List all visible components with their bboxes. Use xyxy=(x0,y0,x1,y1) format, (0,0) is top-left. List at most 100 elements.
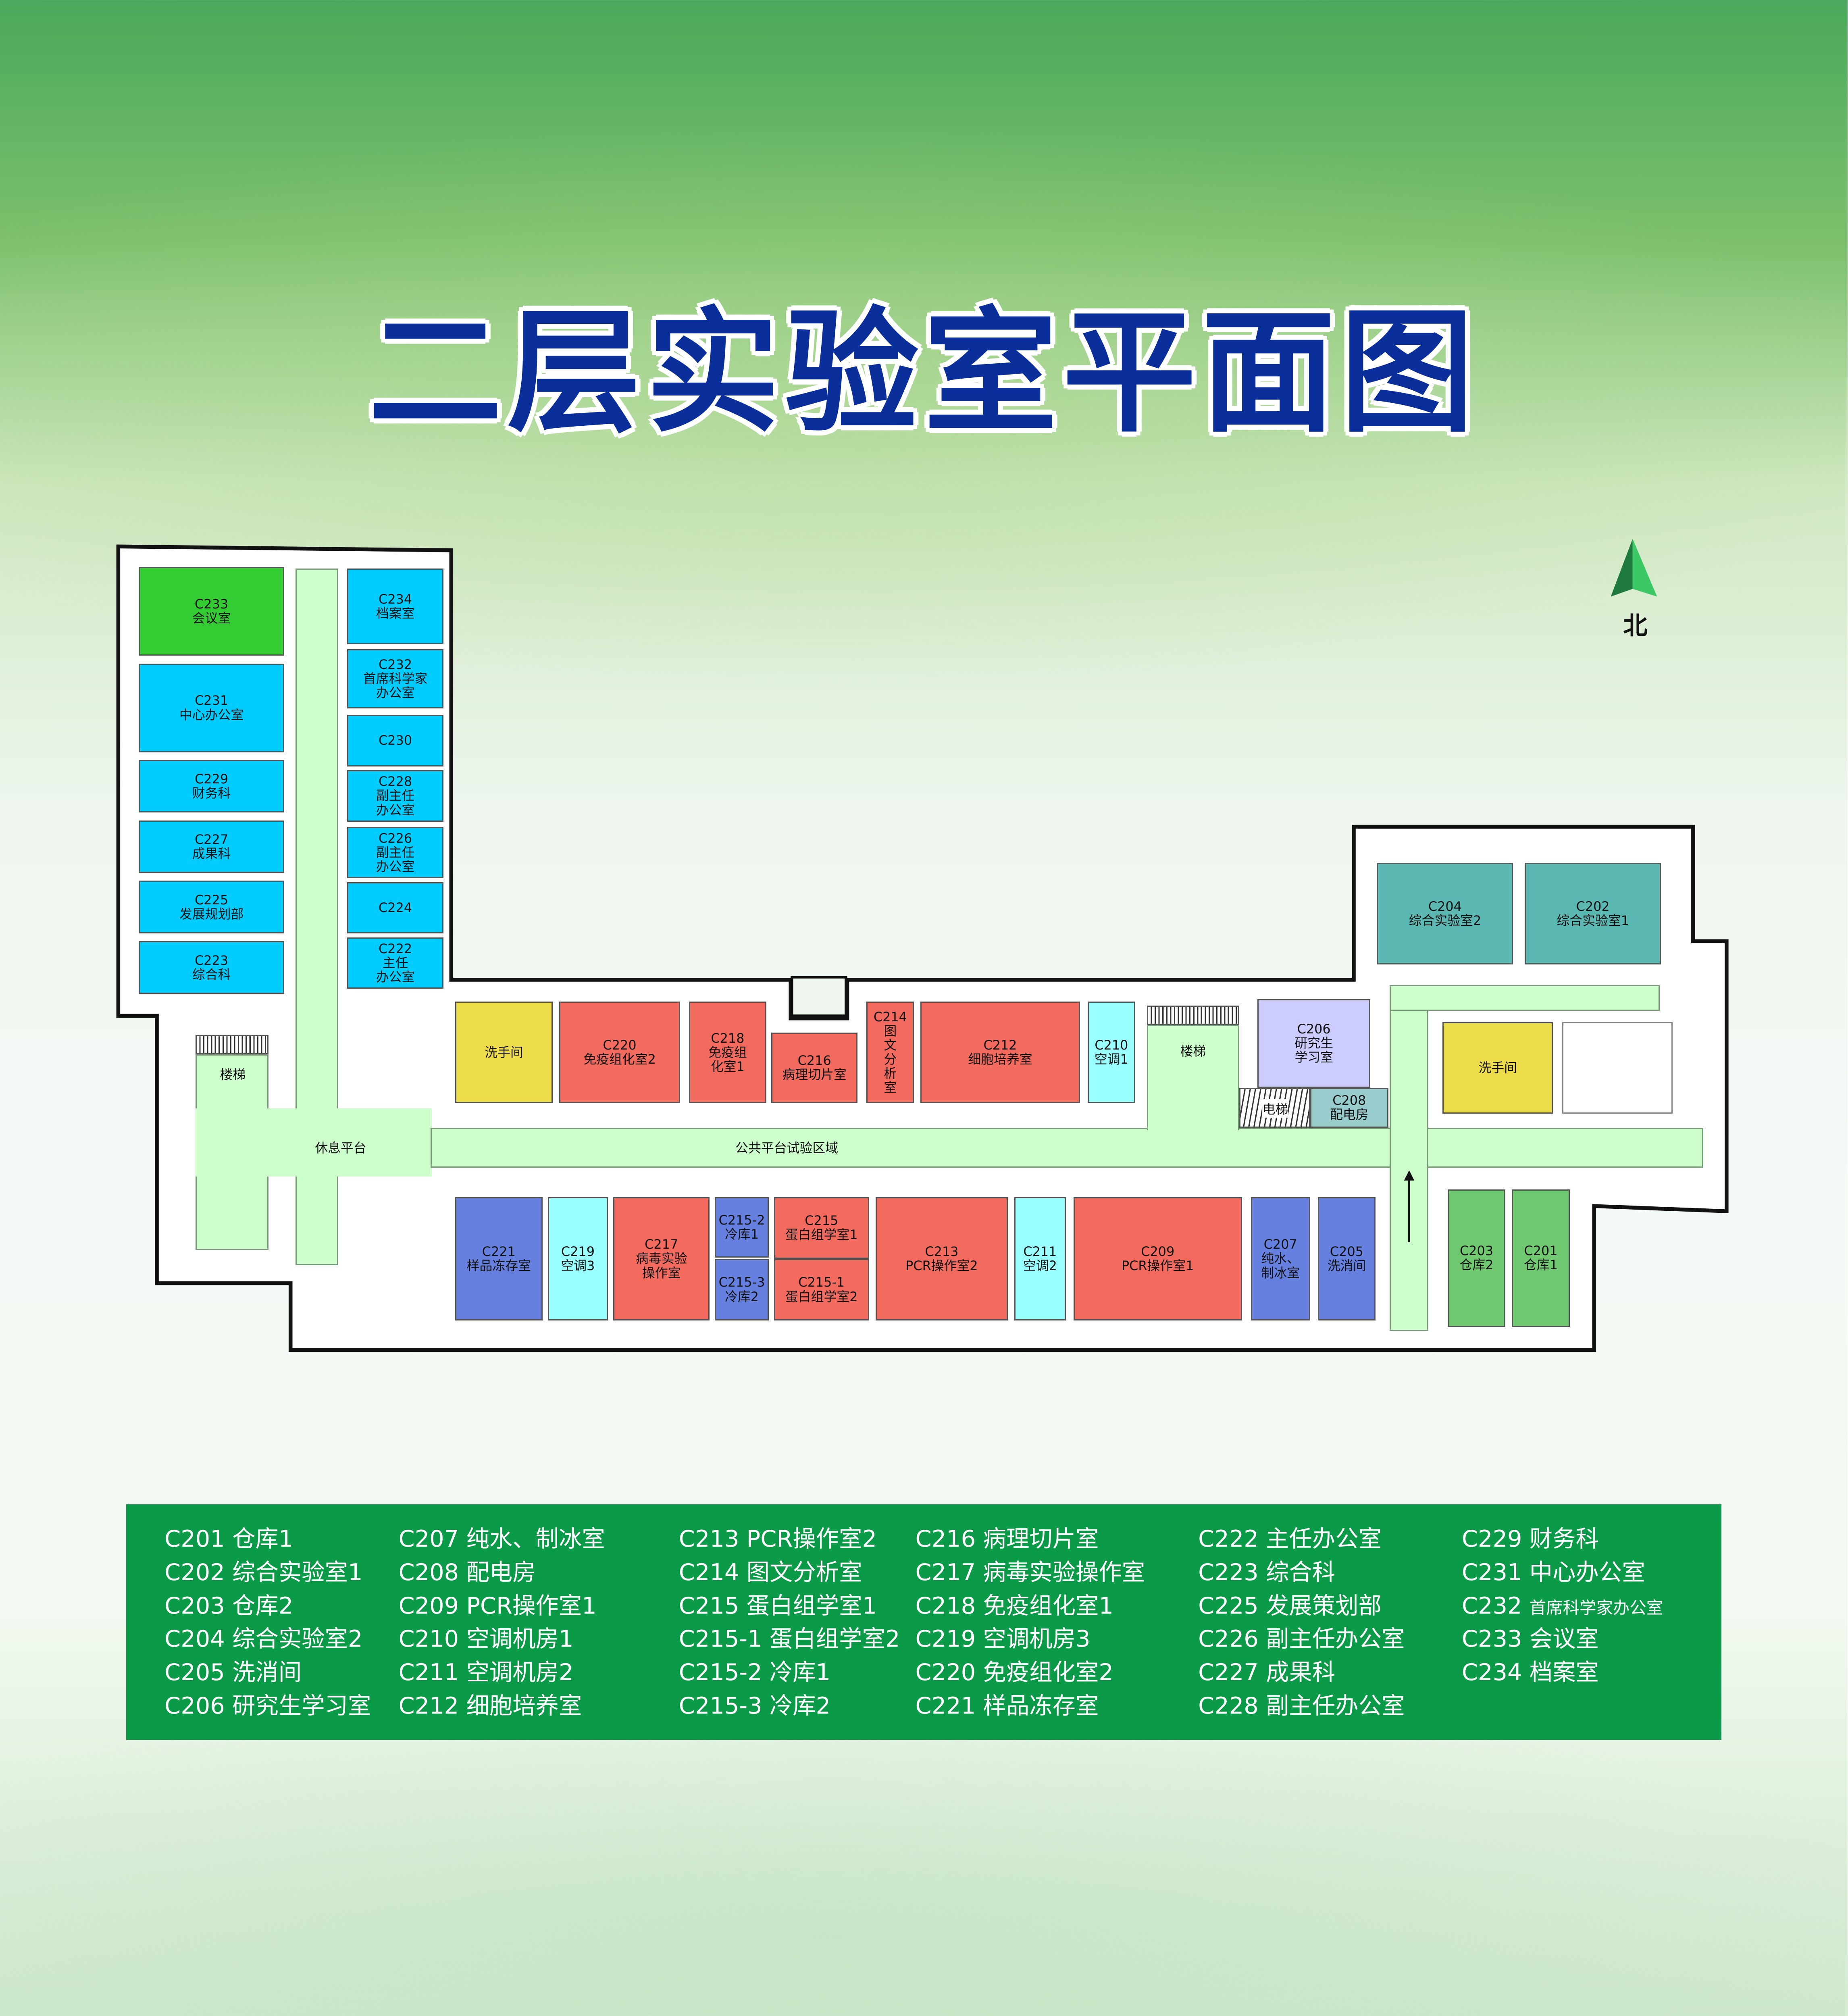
legend-item: C204 综合实验室2 xyxy=(164,1622,371,1656)
room-name: 纯水、 制冰室 xyxy=(1261,1251,1300,1281)
room-code: C221 xyxy=(482,1243,516,1259)
room-name: 综合实验室2 xyxy=(1409,912,1482,928)
room-code: C219 xyxy=(561,1243,595,1259)
elevator-label: 电梯 xyxy=(1262,1099,1288,1118)
room-name: 免疫组 化室1 xyxy=(708,1044,747,1074)
room-name: 研究生 学习室 xyxy=(1294,1035,1333,1065)
legend-code: C206 xyxy=(164,1692,225,1720)
legend-name: PCR操作室2 xyxy=(746,1525,877,1552)
room-name: 成果科 xyxy=(192,846,231,861)
legend-item: C229 财务科 xyxy=(1462,1522,1663,1556)
room-name: 综合实验室1 xyxy=(1557,912,1629,928)
legend-code: C215-2 xyxy=(678,1659,762,1686)
legend-name: 免疫组化室1 xyxy=(983,1592,1113,1619)
legend-code: C220 xyxy=(915,1659,976,1686)
legend-code: C205 xyxy=(164,1659,225,1686)
room-code: C207 xyxy=(1263,1237,1297,1252)
room-code: C215-3 xyxy=(718,1275,765,1290)
legend-item: C215-3 冷库2 xyxy=(679,1689,900,1723)
legend-name: 副主任办公室 xyxy=(1266,1625,1405,1653)
room-c230: C230 xyxy=(347,715,444,766)
legend-code: C215-1 xyxy=(678,1625,762,1653)
corridor-stairs-mid xyxy=(1147,1025,1240,1131)
legend-item: C217 病毒实验操作室 xyxy=(916,1556,1145,1589)
corridor-rest-join xyxy=(297,1110,337,1175)
legend-item: C231 中心办公室 xyxy=(1462,1556,1663,1589)
room-code: C208 xyxy=(1332,1093,1366,1108)
room-name: 发展规划部 xyxy=(179,906,244,922)
legend-item: C221 样品冻存室 xyxy=(916,1689,1145,1723)
room-name: 档案室 xyxy=(376,605,415,621)
room-wc1: 洗手间 xyxy=(455,1002,553,1104)
room-name: 病毒实验 操作室 xyxy=(635,1251,687,1281)
legend-name: 样品冻存室 xyxy=(983,1692,1099,1720)
room-code: C229 xyxy=(195,771,229,787)
room-name: 主任 办公室 xyxy=(376,955,415,985)
legend-code: C232 xyxy=(1461,1592,1522,1619)
legend-code: C233 xyxy=(1461,1625,1522,1653)
legend-name: 研究生学习室 xyxy=(232,1692,371,1720)
legend-code: C226 xyxy=(1198,1625,1259,1653)
legend-code: C227 xyxy=(1198,1659,1259,1686)
legend-item: C214 图文分析室 xyxy=(679,1556,900,1589)
legend-name: PCR操作室1 xyxy=(466,1592,597,1619)
north-label: 北 xyxy=(1623,612,1648,640)
room-code: C203 xyxy=(1460,1243,1494,1259)
legend-code: C215-3 xyxy=(678,1692,762,1720)
room-code: C211 xyxy=(1023,1243,1057,1259)
legend-name: 冷库1 xyxy=(769,1659,831,1686)
legend-code: C212 xyxy=(398,1692,459,1720)
legend-item: C226 副主任办公室 xyxy=(1198,1622,1405,1656)
legend-item: C219 空调机房3 xyxy=(916,1622,1145,1656)
room-code: C201 xyxy=(1524,1243,1558,1259)
room-code: C215 xyxy=(805,1213,839,1229)
room-code: C204 xyxy=(1428,898,1462,914)
stairs-left-label: 楼梯 xyxy=(220,1066,246,1082)
rest-platform-label: 休息平台 xyxy=(315,1140,366,1156)
room-name: 空调2 xyxy=(1023,1258,1057,1274)
legend-code: C209 xyxy=(398,1592,459,1619)
legend-name: 洗消间 xyxy=(232,1659,302,1686)
room-name: 副主任 办公室 xyxy=(376,844,415,874)
legend-name: 副主任办公室 xyxy=(1266,1692,1405,1720)
legend-item: C227 成果科 xyxy=(1198,1656,1405,1689)
legend-item: C206 研究生学习室 xyxy=(164,1689,371,1723)
legend-code: C217 xyxy=(915,1558,976,1586)
room-name: 细胞培养室 xyxy=(968,1052,1032,1067)
legend-code: C202 xyxy=(164,1558,225,1586)
room-name: 冷库1 xyxy=(725,1226,759,1242)
legend-name: 配电房 xyxy=(466,1558,536,1586)
legend-code: C222 xyxy=(1198,1525,1259,1552)
room-code: C202 xyxy=(1576,898,1610,914)
room-code: C220 xyxy=(603,1037,637,1053)
legend-name: 空调机房2 xyxy=(466,1659,574,1686)
corridor-junction xyxy=(1391,1129,1427,1166)
legend-item: C210 空调机房1 xyxy=(399,1622,605,1656)
legend-item: C216 病理切片室 xyxy=(916,1522,1145,1556)
legend-name: 冷库2 xyxy=(769,1692,831,1720)
room-code: C217 xyxy=(645,1237,678,1252)
room-code: C218 xyxy=(711,1030,745,1046)
room-code: C210 xyxy=(1095,1037,1128,1053)
legend-item: C209 PCR操作室1 xyxy=(399,1589,605,1623)
room-name: 中心办公室 xyxy=(179,707,244,723)
room-name: 图 文 分 析 室 xyxy=(884,1023,897,1095)
legend-code: C201 xyxy=(164,1525,225,1552)
room-code: C206 xyxy=(1297,1021,1331,1037)
